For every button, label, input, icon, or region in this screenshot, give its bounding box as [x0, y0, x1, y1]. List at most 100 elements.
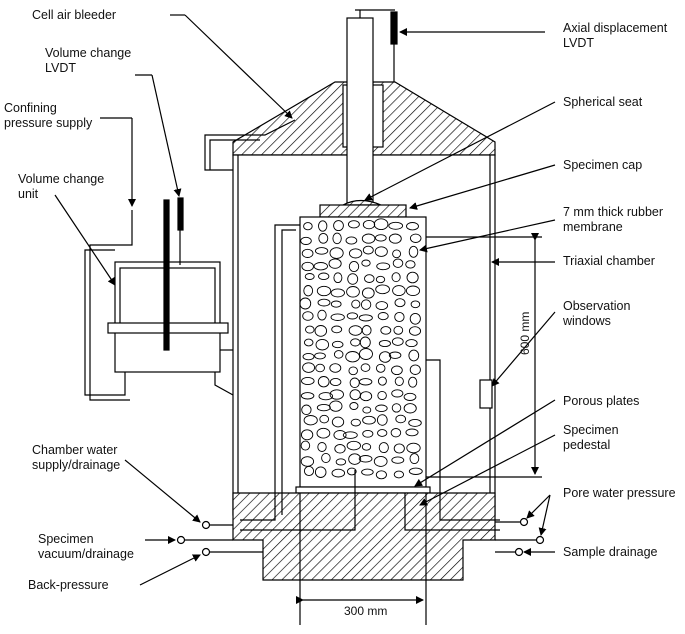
- specimen-particle: [395, 414, 407, 424]
- specimen-particle: [388, 351, 402, 359]
- specimen-particle: [405, 260, 416, 269]
- specimen-particle: [314, 325, 328, 337]
- specimen-particle: [301, 404, 312, 416]
- specimen-particle: [330, 288, 345, 298]
- specimen-particle: [362, 406, 372, 414]
- label-specimen-pedestal: Specimen pedestal: [563, 423, 619, 452]
- specimen-particle: [301, 248, 314, 258]
- specimen-particle: [321, 452, 331, 464]
- specimen-particle: [360, 299, 372, 310]
- specimen-particle: [333, 430, 347, 440]
- specimen-particle: [300, 440, 311, 451]
- specimen-particle: [391, 365, 403, 376]
- specimen-particle: [391, 272, 401, 283]
- specimen-particle: [391, 403, 402, 413]
- specimen-particle: [393, 443, 405, 454]
- specimen-particle: [315, 338, 330, 351]
- specimen-particle: [361, 468, 374, 476]
- specimen-particle: [388, 233, 402, 244]
- volume-lvdt: [177, 197, 184, 231]
- label-rubber-membrane: 7 mm thick rubber membrane: [563, 205, 664, 234]
- specimen-particle: [345, 351, 360, 363]
- specimen-particle: [314, 352, 326, 360]
- specimen-particle: [375, 275, 386, 284]
- specimen-particle: [378, 442, 389, 454]
- specimen-particle: [406, 222, 419, 231]
- observation-window: [479, 379, 493, 409]
- specimen-particle: [333, 220, 344, 232]
- specimen-particle: [403, 392, 417, 401]
- specimen-particle: [378, 339, 391, 348]
- specimen-particle: [303, 222, 313, 231]
- label-pore-water-pressure: Pore water pressure: [563, 486, 676, 500]
- specimen-particle: [334, 444, 346, 454]
- label-axial-displacement-lvdt: Axial displacement LVDT: [563, 21, 668, 50]
- specimen-particle: [347, 273, 359, 285]
- specimen-particle: [408, 245, 419, 258]
- specimen-particle: [362, 245, 374, 255]
- specimen-particle: [318, 392, 334, 401]
- specimen-particle: [409, 364, 421, 375]
- specimen-particle: [409, 312, 421, 325]
- specimen-particle: [361, 325, 372, 336]
- label-sample-drainage: Sample drainage: [563, 545, 658, 559]
- specimen-particle: [329, 363, 342, 373]
- label-triaxial-chamber: Triaxial chamber: [563, 254, 655, 268]
- specimen-pedestal: [232, 492, 496, 581]
- specimen-particle: [342, 431, 358, 439]
- specimen-particle: [305, 325, 315, 334]
- specimen-particle: [408, 467, 423, 475]
- specimen-particle: [345, 236, 358, 245]
- specimen-particle: [376, 262, 391, 271]
- specimen-particle: [301, 376, 315, 386]
- label-volume-change-unit: Volume change unit: [18, 172, 105, 201]
- specimen-particle: [300, 236, 312, 245]
- specimen-particle: [359, 336, 371, 349]
- label-chamber-water: Chamber water supply/drainage: [32, 443, 121, 472]
- volume-lvdt-rod: [163, 199, 170, 351]
- specimen-particle: [329, 400, 343, 412]
- specimen-particle: [376, 414, 388, 426]
- specimen-particle: [392, 249, 402, 259]
- specimen-particle: [388, 221, 404, 230]
- specimen-particle: [393, 470, 405, 479]
- specimen-particle: [300, 392, 315, 400]
- specimen-particle: [391, 389, 404, 398]
- dimension-height: 600 mm: [518, 311, 532, 355]
- specimen-particle: [408, 349, 420, 362]
- specimen-particle: [362, 415, 376, 425]
- specimen-particle: [392, 285, 406, 297]
- porous-plate: [295, 486, 431, 494]
- specimen-particle: [333, 272, 343, 284]
- specimen-particle: [331, 325, 343, 334]
- specimen-particle: [394, 311, 405, 323]
- specimen-particle: [331, 340, 344, 349]
- specimen-particle: [331, 468, 346, 478]
- specimen-particle: [330, 300, 342, 308]
- specimen-particle: [408, 418, 422, 427]
- specimen-particle: [347, 220, 360, 229]
- specimen-particle: [318, 220, 328, 232]
- specimen-particle: [358, 314, 373, 322]
- specimen-particle: [406, 271, 419, 284]
- specimen-particle: [348, 260, 360, 273]
- specimen-particle: [373, 455, 388, 467]
- specimen-particle: [375, 470, 387, 480]
- specimen-particle: [377, 376, 387, 386]
- specimen-particle: [406, 442, 421, 454]
- specimen-particle: [408, 376, 418, 388]
- specimen-particle: [328, 258, 342, 269]
- specimen-particle: [333, 350, 344, 359]
- specimen-particle: [374, 246, 388, 257]
- specimen-particle: [317, 442, 327, 452]
- specimen-particle: [351, 299, 361, 309]
- specimen-particle: [375, 404, 388, 413]
- specimen-particle: [361, 233, 376, 244]
- specimen: [299, 216, 427, 488]
- specimen-particle: [361, 443, 372, 451]
- specimen-particle: [317, 298, 331, 307]
- specimen-particle: [405, 285, 421, 297]
- specimen-particle: [348, 248, 363, 259]
- specimen-particle: [377, 390, 387, 401]
- specimen-particle: [405, 428, 419, 437]
